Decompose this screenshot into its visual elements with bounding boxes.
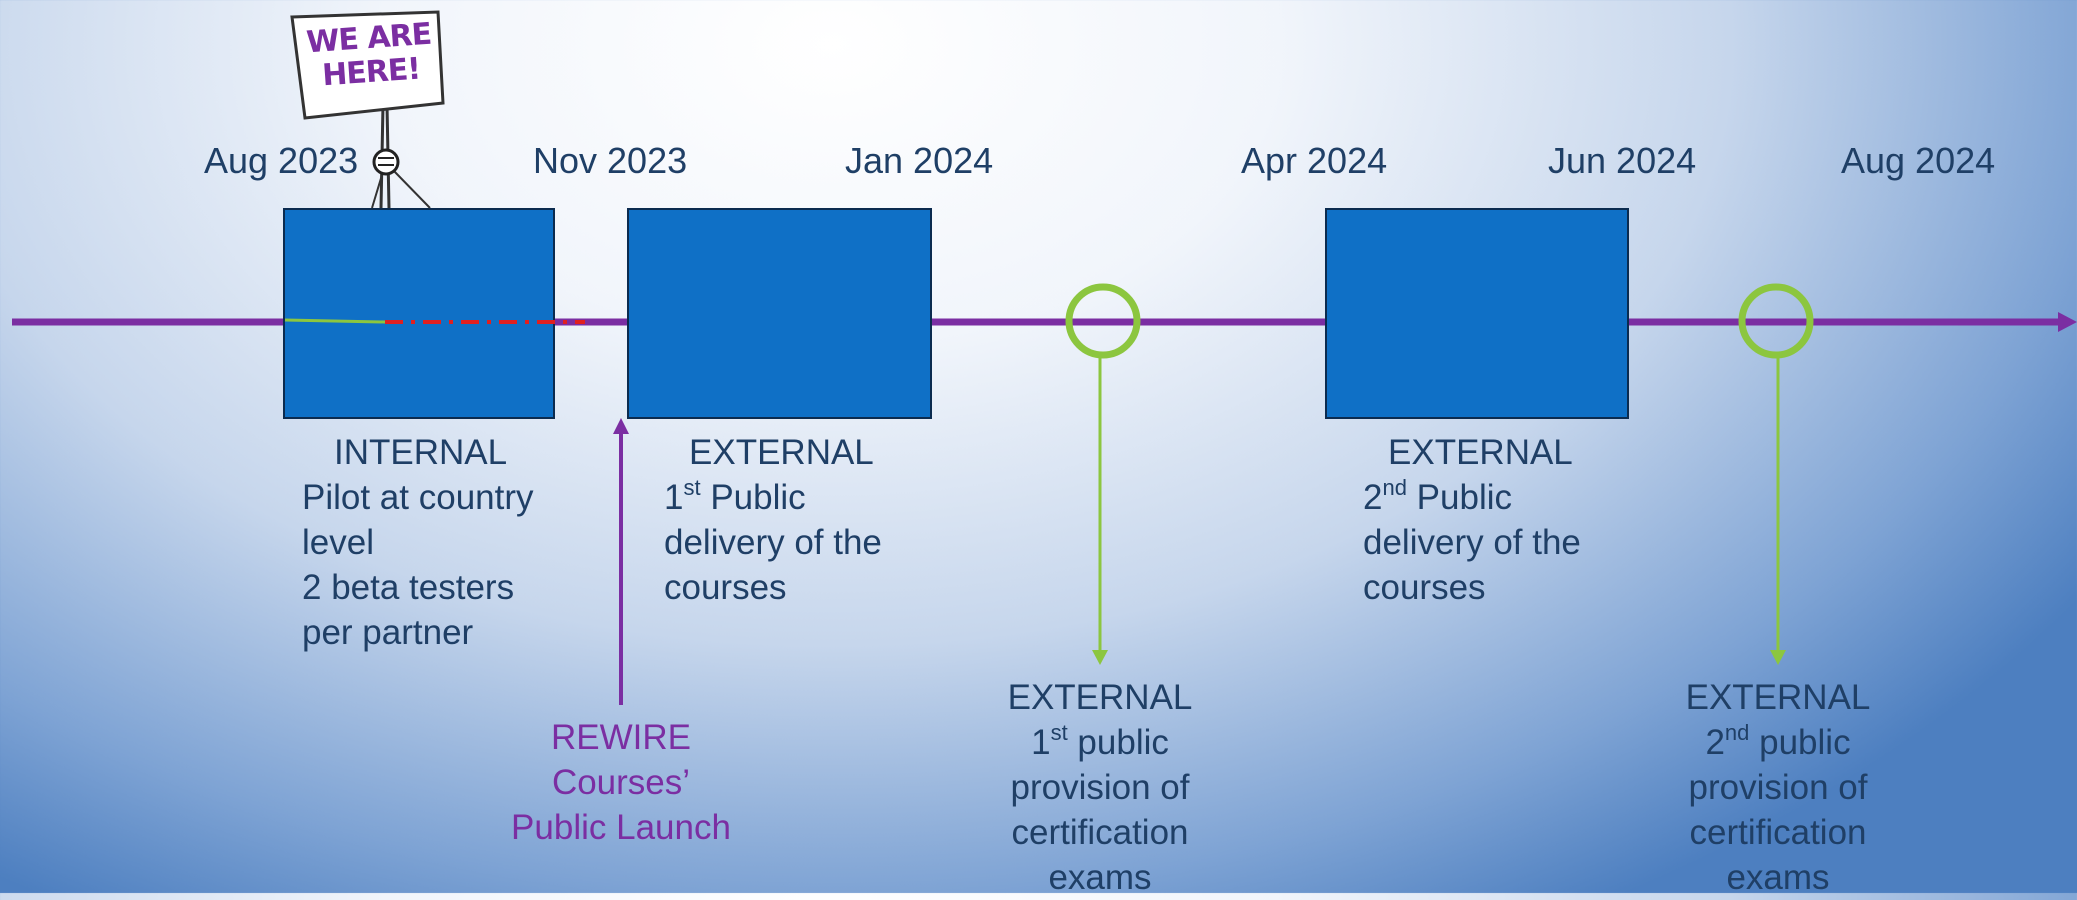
phase-line: courses [664, 568, 787, 607]
sign-text: WE ARE HERE! [303, 17, 437, 95]
phase-box-first-delivery [627, 208, 932, 419]
we-are-here-sign [290, 10, 445, 209]
phase-line: level [302, 523, 374, 562]
phase-line: delivery of the [1363, 523, 1581, 562]
phase-line: per partner [302, 613, 474, 652]
date-label: Jun 2024 [1548, 140, 1697, 181]
date-label: Nov 2023 [533, 140, 688, 181]
phase-heading: EXTERNAL [689, 433, 874, 472]
launch-arrowhead [613, 418, 629, 434]
milestone-line: 1st public [1031, 720, 1169, 763]
phase-box-internal-pilot [283, 208, 555, 419]
phase-description-second-delivery: EXTERNAL 2nd Public delivery of the cour… [1363, 430, 1643, 610]
date-label: Jan 2024 [845, 140, 994, 181]
phase-box-second-delivery [1325, 208, 1629, 419]
milestone-line: provision of [1010, 768, 1190, 807]
milestone-heading: EXTERNAL [1685, 678, 1871, 717]
milestone-line: exams [1048, 858, 1152, 897]
launch-line: Public Launch [511, 808, 731, 847]
milestone-line: exams [1726, 858, 1830, 897]
milestone-heading: EXTERNAL [1007, 678, 1193, 717]
milestone-1-ring [1065, 283, 1141, 359]
timeline-arrowhead [2058, 312, 2077, 332]
launch-line: Courses’ [551, 763, 691, 802]
milestone-line: certification [1689, 813, 1867, 852]
milestone-description-2: EXTERNAL 2nd public provision of certifi… [1658, 675, 1898, 900]
phase-line: delivery of the [664, 523, 882, 562]
phase-line: 2nd Public [1363, 475, 1513, 518]
phase-description-internal: INTERNAL Pilot at country level 2 beta t… [302, 430, 562, 655]
phase-line: courses [1363, 568, 1486, 607]
milestone-1-arrowhead [1092, 650, 1108, 665]
phase-line: 1st Public [664, 475, 806, 518]
public-launch-label: REWIRE Courses’ Public Launch [481, 715, 761, 850]
phase-heading: INTERNAL [334, 433, 508, 472]
phase-heading: EXTERNAL [1388, 433, 1573, 472]
phase-description-first-delivery: EXTERNAL 1st Public delivery of the cour… [664, 430, 944, 610]
launch-line: REWIRE [551, 718, 691, 757]
date-label: Aug 2024 [1841, 140, 1996, 181]
milestone-2-ring [1738, 283, 1814, 359]
date-label: Apr 2024 [1241, 140, 1388, 181]
milestone-line: provision of [1688, 768, 1868, 807]
date-label: Aug 2023 [204, 140, 359, 181]
milestone-description-1: EXTERNAL 1st public provision of certifi… [980, 675, 1220, 900]
phase-line: 2 beta testers [302, 568, 515, 607]
milestone-2-arrowhead [1770, 650, 1786, 665]
milestone-line: 2nd public [1705, 720, 1851, 763]
phase-line: Pilot at country [302, 478, 534, 517]
milestone-line: certification [1011, 813, 1189, 852]
progress-done-line [284, 318, 386, 324]
